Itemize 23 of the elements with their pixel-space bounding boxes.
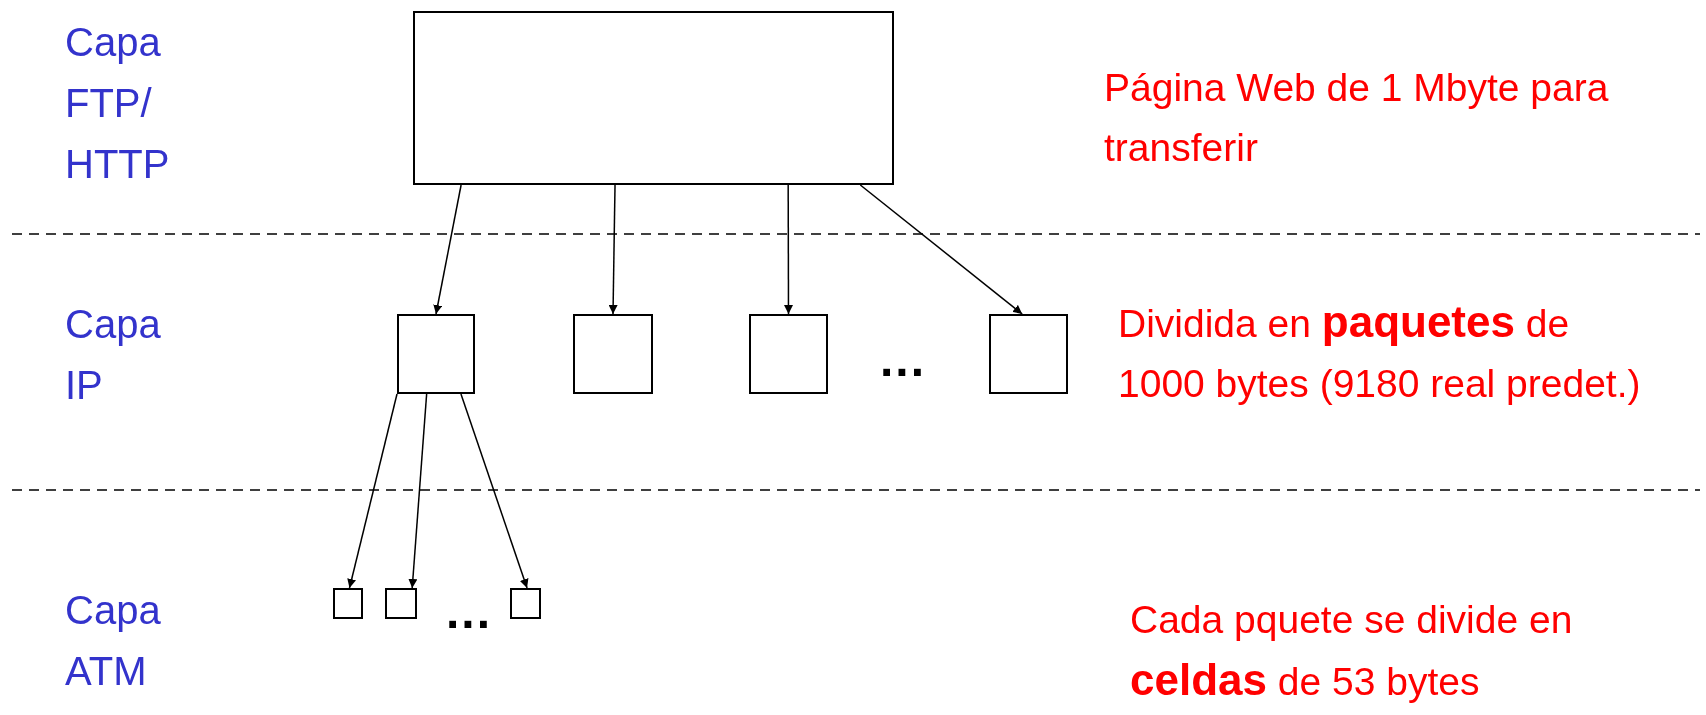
layer-label: Capa IP bbox=[65, 301, 162, 409]
packet-box bbox=[989, 314, 1068, 394]
arrow bbox=[608, 184, 618, 315]
arrow bbox=[433, 184, 462, 315]
ellipsis: ... bbox=[880, 345, 926, 375]
page-box bbox=[413, 11, 894, 185]
arrow bbox=[347, 393, 398, 589]
packet-box bbox=[749, 314, 828, 394]
ellipsis: ... bbox=[446, 597, 492, 627]
note-text: Dividida en paquetes de 1000 bytes (9180 real predet.) bbox=[1118, 296, 1642, 407]
packet-box bbox=[397, 314, 475, 394]
layer-label: Capa ATM bbox=[65, 587, 162, 695]
cell-box bbox=[510, 588, 541, 619]
arrow bbox=[784, 184, 793, 315]
cell-box bbox=[333, 588, 363, 619]
note-text: Cada pquete se divide en celdas de 53 bytes bbox=[1130, 597, 1574, 706]
note-text: Página Web de 1 Mbyte para transferir bbox=[1104, 65, 1610, 171]
layer-label: Capa FTP/ HTTP bbox=[65, 19, 171, 188]
arrow bbox=[460, 393, 529, 589]
cell-box bbox=[385, 588, 417, 619]
arrow bbox=[859, 184, 1023, 315]
packet-box bbox=[573, 314, 653, 394]
arrow bbox=[408, 393, 428, 589]
